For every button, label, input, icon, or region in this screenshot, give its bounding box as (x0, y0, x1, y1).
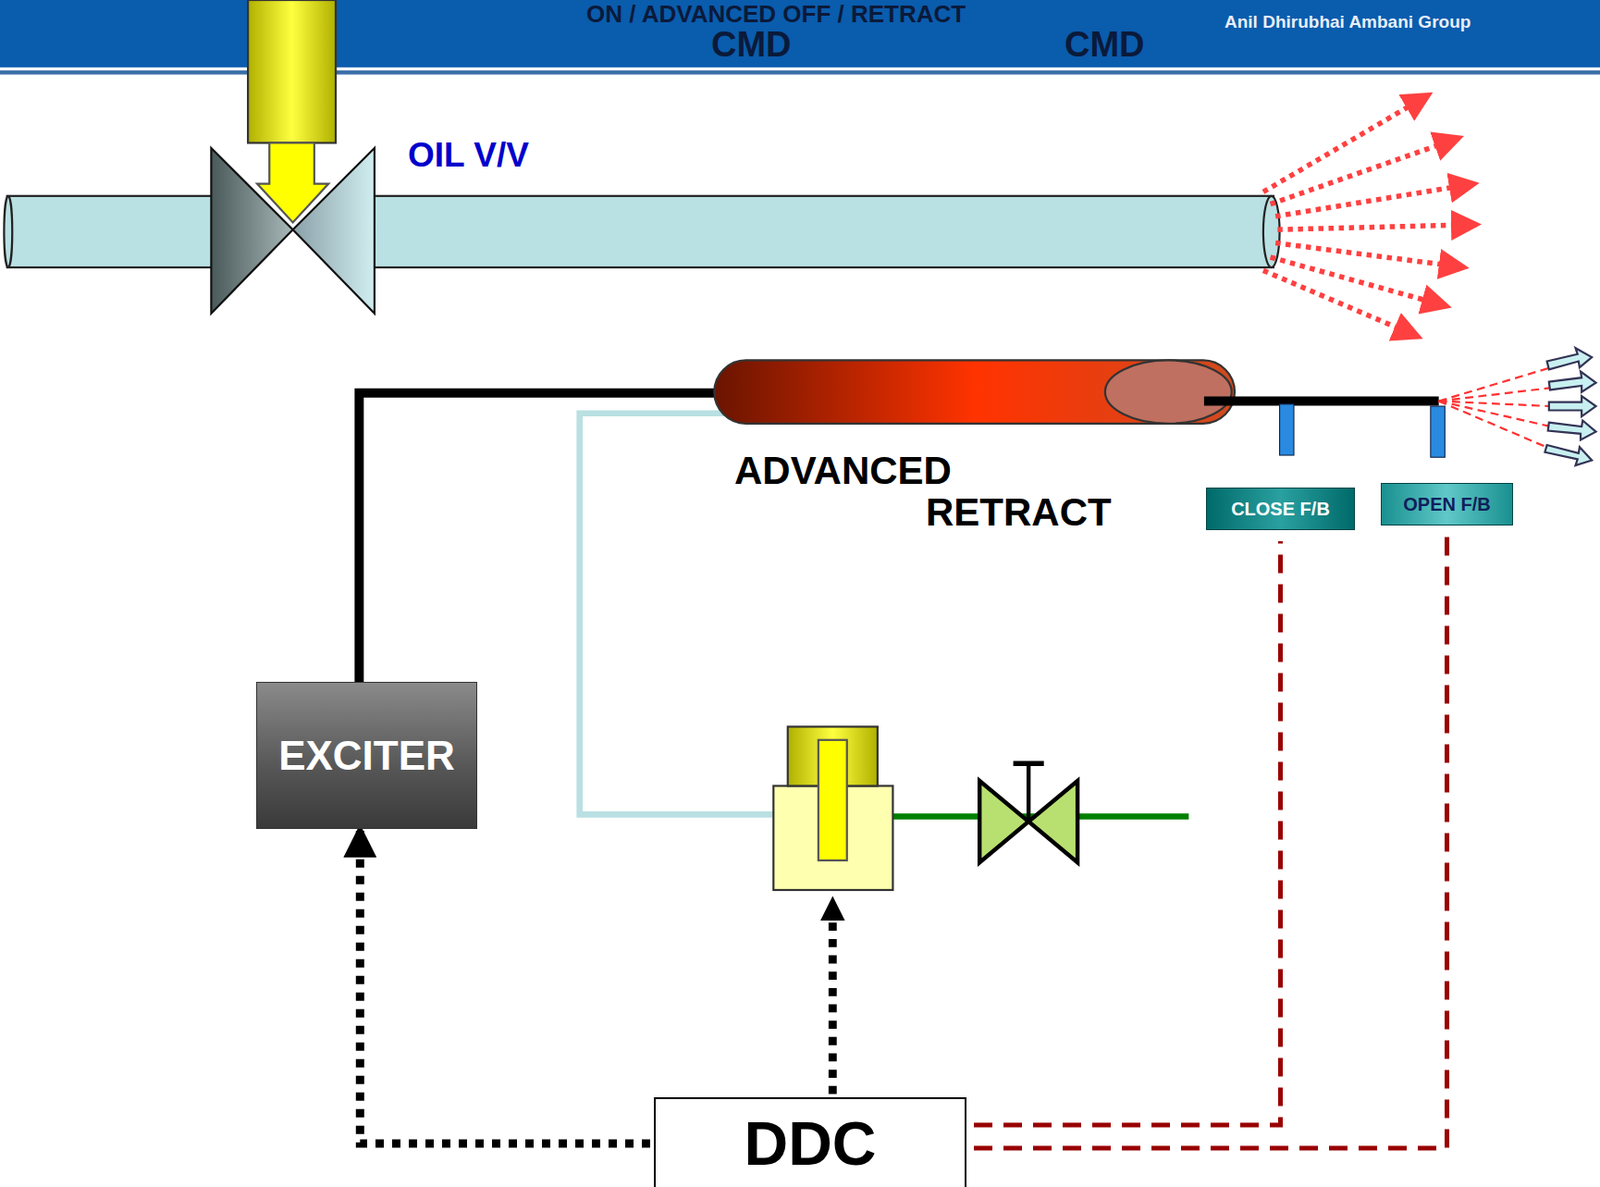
oil-pipe (367, 196, 1274, 268)
company-logo-text: Anil Dhirubhai Ambani Group (1224, 12, 1471, 33)
oil-pipe (7, 196, 222, 268)
spark (1439, 367, 1551, 449)
state-label: ADVANCED (734, 448, 952, 493)
exciter-box: EXCITER (256, 681, 478, 829)
slide-title: ON / ADVANCED OFF / RETRACT (586, 0, 966, 29)
actuator-arrow (257, 142, 329, 222)
limit-switch (1280, 404, 1294, 456)
air-valve (979, 780, 1029, 862)
controller-box: DDC (653, 1096, 967, 1187)
limit-switch (1430, 406, 1445, 457)
valve-label: OIL V/V (407, 135, 530, 175)
feedback-box: OPEN F/B (1380, 482, 1514, 526)
arrowhead (820, 896, 845, 921)
valve-stem (1026, 763, 1031, 822)
header-rule (0, 70, 1600, 74)
cylinder-end (1105, 359, 1232, 423)
igniter-rod (1204, 396, 1440, 407)
node-text: EXCITER (278, 732, 456, 779)
feedback-signal (973, 541, 1281, 1125)
header-bar (0, 0, 1600, 68)
node-text: OPEN F/B (1403, 493, 1490, 516)
command-signal (359, 830, 651, 1144)
node-text: CLOSE F/B (1230, 498, 1330, 520)
solenoid-plunger (818, 739, 848, 861)
state-label: RETRACT (925, 490, 1112, 535)
pipe-end (3, 196, 13, 268)
valve-handle (1013, 760, 1045, 766)
spark-arrows (1544, 347, 1596, 466)
solenoid-command (828, 920, 837, 1095)
command-label: CMD (1064, 24, 1145, 65)
air-valve (1028, 780, 1078, 862)
valve-actuator (247, 0, 336, 143)
feedback-box: CLOSE F/B (1206, 487, 1355, 530)
node-text: DDC (744, 1107, 877, 1179)
oil-spray (1263, 95, 1477, 337)
retract-cylinder (713, 359, 1235, 423)
feedback-signal (973, 536, 1448, 1148)
exciter-cable (358, 393, 725, 682)
command-label: CMD (711, 24, 792, 65)
